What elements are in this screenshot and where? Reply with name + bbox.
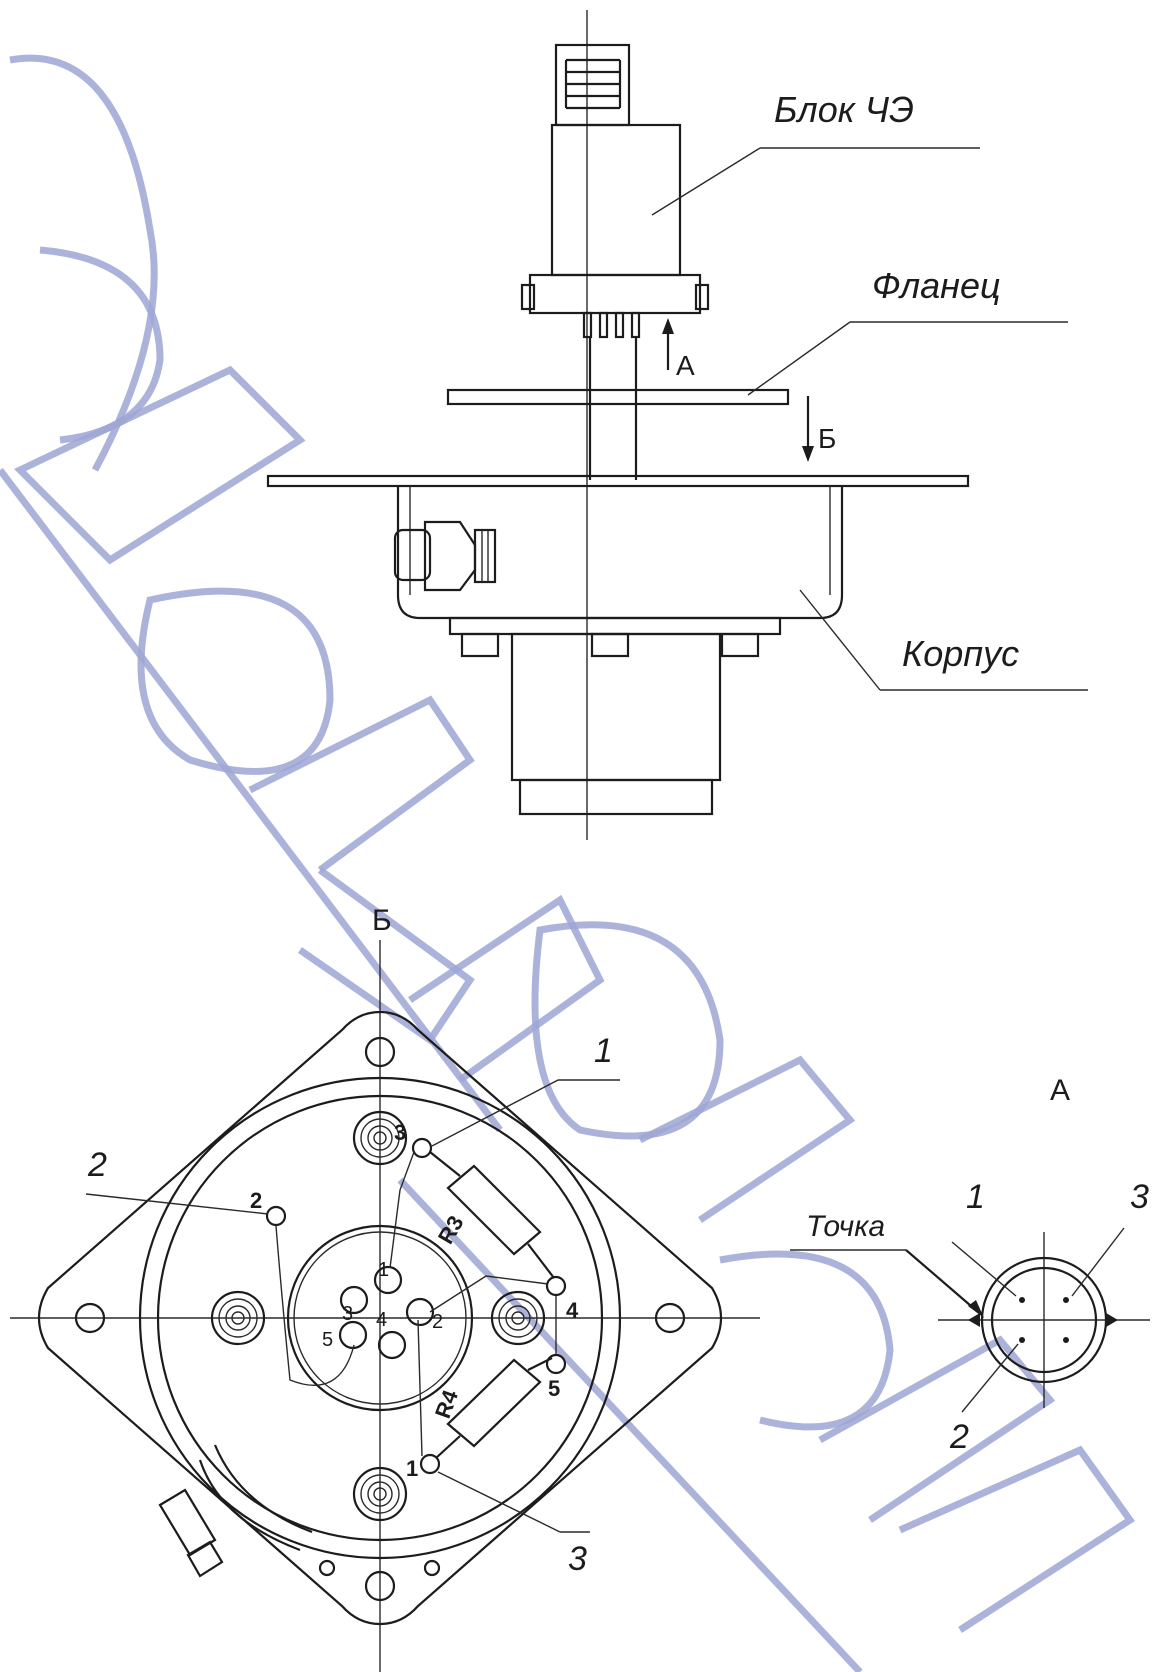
pad-5-label: 5 <box>548 1376 560 1401</box>
mounting-plate <box>266 474 970 488</box>
connector-view-a: А Точка 1 3 2 <box>790 1074 1150 1456</box>
cable-gland <box>393 520 497 592</box>
callout-1: 1 <box>594 1032 613 1070</box>
callout-2: 2 <box>87 1146 107 1184</box>
label-housing: Корпус <box>902 633 1019 674</box>
housing-outer-circle <box>138 1076 622 1560</box>
mount-hole-right <box>654 1302 686 1334</box>
pin-4-label: 4 <box>376 1309 387 1331</box>
pad-3-label: 3 <box>394 1120 406 1145</box>
pin-5-label: 5 <box>322 1329 333 1351</box>
pad-2 <box>265 1205 287 1227</box>
label-point: Точка <box>806 1210 885 1243</box>
pin-3-label: 3 <box>342 1303 353 1325</box>
view-a-arrow: А <box>662 318 695 381</box>
assembly-side-view: А Б <box>266 10 1088 840</box>
wire-b <box>275 1225 355 1386</box>
mount-hole-top <box>364 1036 396 1068</box>
resistor-r3: R3 <box>429 1151 555 1279</box>
pad-1 <box>419 1453 441 1475</box>
view-a-callout-3: 3 <box>1130 1178 1149 1216</box>
wire-e <box>429 1275 549 1313</box>
boss-bottom <box>352 1466 408 1522</box>
wire-a <box>389 1151 415 1269</box>
lower-ring <box>448 616 782 636</box>
label-sensing-block: Блок ЧЭ <box>774 89 914 130</box>
view-a-title: А <box>1050 1074 1070 1107</box>
pin-2-label: 2 <box>432 1311 443 1333</box>
view-a-callout-2: 2 <box>949 1418 969 1456</box>
mount-hole-left <box>74 1302 106 1334</box>
block-base <box>528 273 702 315</box>
bottom-view-b: Б <box>10 904 760 1672</box>
block-body <box>550 123 682 277</box>
watermark-logo <box>0 54 1135 1672</box>
pad-4-label: 4 <box>566 1298 579 1323</box>
view-b-arrow: Б <box>802 396 836 462</box>
flange-plate <box>446 388 790 406</box>
wire-d <box>417 1319 423 1457</box>
view-b-arrow-letter: Б <box>818 423 836 454</box>
boss-top <box>352 1110 408 1166</box>
pad-2-label: 2 <box>250 1188 262 1213</box>
central-connector <box>286 1224 474 1412</box>
resistor-r4: R4 <box>430 1357 553 1459</box>
pad-1-label: 1 <box>406 1456 418 1481</box>
housing-body <box>396 486 844 620</box>
mount-hole-bottom <box>364 1570 396 1602</box>
base-plate <box>38 1010 722 1626</box>
housing-inner-circle <box>156 1094 604 1542</box>
block-pins <box>582 311 641 339</box>
pad-5 <box>545 1353 567 1375</box>
pin-1-label: 1 <box>378 1259 389 1281</box>
view-b-title: Б <box>372 904 392 937</box>
connector-inner <box>990 1266 1098 1374</box>
view-a-callout-1: 1 <box>966 1178 985 1216</box>
pad-4 <box>545 1275 567 1297</box>
pad-3 <box>411 1137 433 1159</box>
block-fins <box>564 58 622 110</box>
callout-3: 3 <box>568 1540 587 1578</box>
boss-left <box>210 1290 266 1346</box>
side-gland <box>158 1488 224 1578</box>
label-flange: Фланец <box>872 265 1001 306</box>
boss-right <box>490 1290 546 1346</box>
view-a-arrow-letter: А <box>676 350 695 381</box>
